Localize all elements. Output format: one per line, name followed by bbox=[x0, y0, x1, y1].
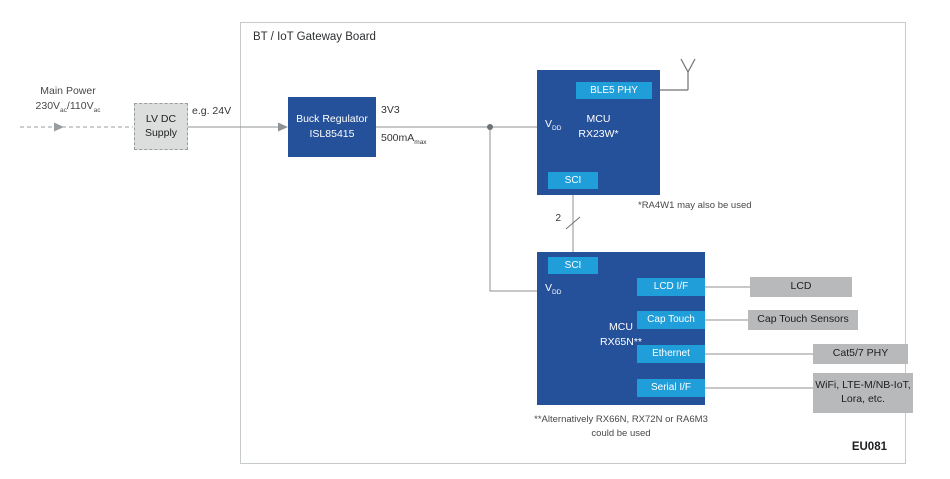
current-max-label: 500mAmax bbox=[381, 132, 427, 147]
rail-3v3-label: 3V3 bbox=[381, 104, 400, 116]
bus-width-label: 2 bbox=[555, 213, 561, 224]
junction-dot bbox=[487, 124, 493, 130]
wifi-lte-box: WiFi, LTE-M/NB-IoT, Lora, etc. bbox=[813, 373, 913, 413]
voltage-2-sub: ac bbox=[93, 106, 101, 114]
board-outline bbox=[240, 22, 906, 464]
rx23w-vdd-label: VDD bbox=[545, 118, 562, 133]
cap-touch-sensors-box: Cap Touch Sensors bbox=[748, 310, 858, 330]
vdd-subscript: DD bbox=[552, 125, 562, 133]
antenna-icon bbox=[655, 58, 696, 91]
buck-regulator-part: ISL85415 bbox=[309, 128, 355, 140]
vdd-symbol: V bbox=[545, 282, 553, 294]
rx65n-note: **Alternatively RX66N, RX72N or RA6M3 co… bbox=[534, 414, 708, 439]
current-sub: max bbox=[414, 139, 427, 147]
voltage-1-sub: ac bbox=[60, 106, 67, 114]
voltage-2: 110V bbox=[69, 99, 94, 112]
mcu-rx65n-name: MCU RX65N** bbox=[599, 321, 643, 349]
cat5-phy-box: Cat5/7 PHY bbox=[813, 344, 908, 364]
main-power-title: Main Power bbox=[40, 85, 96, 97]
main-power-label: Main Power 230Vac/110Vac bbox=[12, 84, 124, 114]
mains-arrowhead-icon bbox=[54, 122, 64, 132]
board-title: BT / IoT Gateway Board bbox=[253, 31, 376, 43]
ble5-phy-badge: BLE5 PHY bbox=[576, 82, 652, 99]
example-voltage-label: e.g. 24V bbox=[192, 105, 232, 117]
board-code: EU081 bbox=[851, 441, 887, 453]
ethernet-badge: Ethernet bbox=[637, 345, 705, 363]
lv-dc-supply-box: LV DC Supply bbox=[134, 103, 188, 150]
wire-junction-to-rx65n bbox=[489, 127, 537, 292]
buck-regulator-name: Buck Regulator bbox=[296, 113, 368, 126]
vdd-symbol: V bbox=[545, 118, 553, 130]
lcd-box: LCD bbox=[750, 277, 852, 297]
bus-slash bbox=[565, 216, 581, 230]
vdd-subscript: DD bbox=[552, 289, 562, 297]
buck-regulator-box: Buck Regulator ISL85415 bbox=[288, 97, 376, 157]
rx65n-vdd-label: VDD bbox=[545, 282, 562, 297]
voltage-separator: / bbox=[66, 99, 70, 112]
mcu-rx23w-name: MCU RX23W* bbox=[578, 113, 619, 141]
cap-touch-badge: Cap Touch bbox=[637, 311, 705, 329]
rx23w-note: *RA4W1 may also be used bbox=[638, 200, 752, 211]
current-value: 500mA bbox=[381, 132, 415, 144]
buck-arrowhead-icon bbox=[278, 122, 288, 132]
rx65n-sci-badge: SCI bbox=[548, 257, 598, 274]
lcd-if-badge: LCD I/F bbox=[637, 278, 705, 296]
rx23w-sci-badge: SCI bbox=[548, 172, 598, 189]
voltage-1: 230V bbox=[35, 99, 61, 112]
serial-if-badge: Serial I/F bbox=[637, 379, 705, 397]
